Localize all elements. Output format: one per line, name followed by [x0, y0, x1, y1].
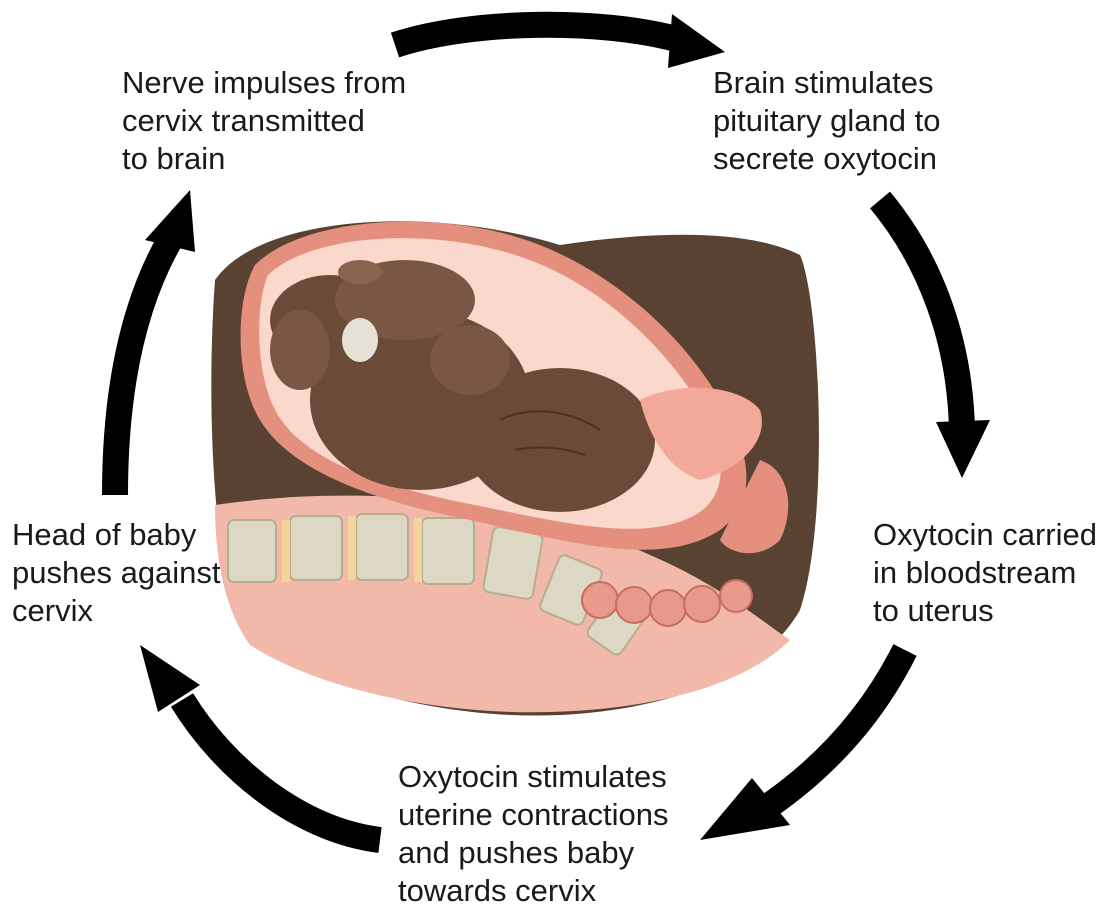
step-label-head-pushes: Head of baby pushes against cervix	[12, 516, 221, 630]
cycle-arrow-icon	[395, 14, 725, 68]
step-line: towards cervix	[398, 872, 669, 910]
pregnancy-illustration	[211, 221, 819, 715]
step-line: cervix	[12, 592, 221, 630]
step-line: pituitary gland to	[713, 102, 940, 140]
step-label-oxytocin-carried: Oxytocin carried in bloodstream to uteru…	[873, 516, 1097, 630]
step-line: in bloodstream	[873, 554, 1097, 592]
step-line: and pushes baby	[398, 834, 669, 872]
step-line: uterine contractions	[398, 796, 669, 834]
step-label-oxytocin-contractions: Oxytocin stimulates uterine contractions…	[398, 758, 669, 910]
step-line: Brain stimulates	[713, 64, 940, 102]
cycle-arrow-icon	[700, 650, 905, 840]
step-label-brain-stimulates: Brain stimulates pituitary gland to secr…	[713, 64, 940, 178]
step-line: to uterus	[873, 592, 1097, 630]
step-line: cervix transmitted	[122, 102, 406, 140]
step-line: Oxytocin carried	[873, 516, 1097, 554]
step-line: secrete oxytocin	[713, 140, 940, 178]
cycle-arrow-icon	[880, 200, 990, 478]
step-line: Head of baby	[12, 516, 221, 554]
step-line: to brain	[122, 140, 406, 178]
step-line: Nerve impulses from	[122, 64, 406, 102]
cycle-arrow-icon	[115, 190, 195, 495]
step-line: Oxytocin stimulates	[398, 758, 669, 796]
step-label-nerve-impulses: Nerve impulses from cervix transmitted t…	[122, 64, 406, 178]
step-line: pushes against	[12, 554, 221, 592]
